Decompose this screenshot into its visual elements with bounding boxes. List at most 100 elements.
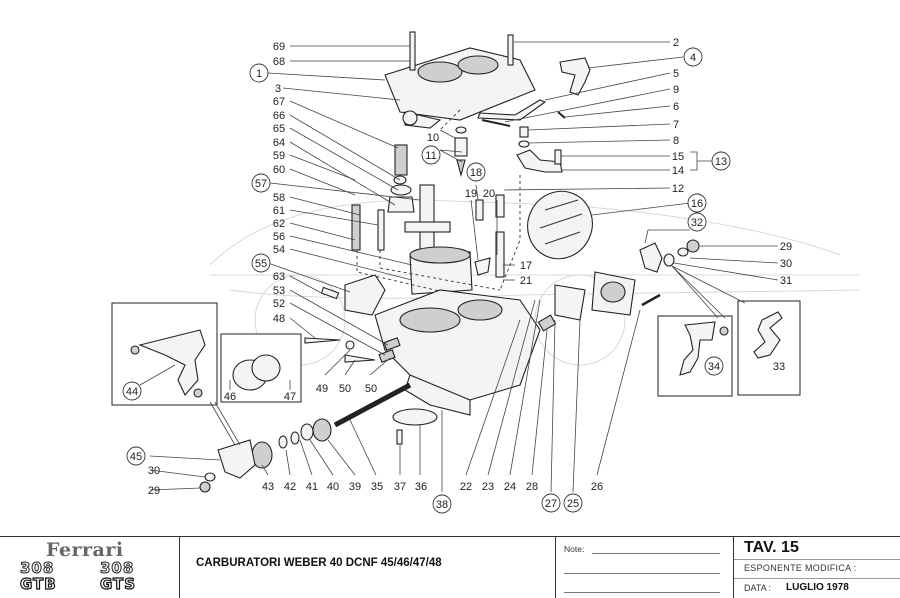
model-308-gts-number: 308 bbox=[99, 559, 135, 578]
callout-number: 43 bbox=[262, 481, 274, 493]
callout-28: 28 bbox=[526, 481, 538, 493]
callout-11: 11 bbox=[421, 145, 441, 165]
part-5-pin bbox=[477, 99, 547, 121]
exploded-parts-diagram: 6968136766656459605758616256545563535248… bbox=[111, 31, 861, 514]
callout-number: 40 bbox=[327, 481, 339, 493]
part-15-screw bbox=[554, 149, 562, 165]
callout-number: 41 bbox=[306, 481, 318, 493]
callout-number: 17 bbox=[520, 260, 532, 272]
callout-number: 64 bbox=[273, 137, 285, 149]
callout-number: 62 bbox=[273, 218, 285, 230]
callout-number: 65 bbox=[273, 123, 285, 135]
callout-number: 50 bbox=[365, 383, 377, 395]
part-16-air-horn bbox=[527, 190, 593, 260]
callout-19: 19 bbox=[465, 188, 477, 200]
callout-62: 62 bbox=[273, 218, 285, 230]
callout-30a: 30 bbox=[780, 258, 792, 270]
callout-number: 45 bbox=[130, 451, 142, 463]
model-gts-label: GTS bbox=[99, 574, 137, 593]
callout-52: 52 bbox=[273, 298, 285, 310]
callout-number: 28 bbox=[526, 481, 538, 493]
callout-30b: 30 bbox=[148, 465, 160, 477]
callout-54: 54 bbox=[273, 244, 285, 256]
callout-22: 22 bbox=[460, 481, 472, 493]
callout-31: 31 bbox=[780, 275, 792, 287]
callout-number: 23 bbox=[482, 481, 494, 493]
callout-number: 8 bbox=[673, 135, 679, 147]
callout-number: 31 bbox=[780, 275, 792, 287]
callout-50a: 50 bbox=[339, 383, 351, 395]
callout-number: 35 bbox=[371, 481, 383, 493]
callout-number: 20 bbox=[483, 188, 495, 200]
callout-number: 22 bbox=[460, 481, 472, 493]
notes-label: Note: bbox=[564, 544, 585, 554]
callout-number: 26 bbox=[591, 481, 603, 493]
callout-number: 50 bbox=[339, 383, 351, 395]
callout-number: 39 bbox=[349, 481, 361, 493]
callout-number: 59 bbox=[273, 150, 285, 162]
callout-number: 5 bbox=[673, 68, 679, 80]
callout-number: 49 bbox=[316, 383, 328, 395]
throttle-shaft-assembly bbox=[199, 382, 438, 493]
part-48-screw bbox=[304, 337, 341, 344]
callout-number: 2 bbox=[673, 37, 679, 49]
callout-number: 11 bbox=[425, 150, 436, 162]
part-17-tube bbox=[495, 231, 505, 278]
callout-17: 17 bbox=[520, 260, 532, 272]
callout-25: 25 bbox=[563, 493, 583, 513]
callout-36: 36 bbox=[415, 481, 427, 493]
callout-number: 4 bbox=[690, 52, 696, 64]
callout-number: 27 bbox=[545, 498, 557, 510]
callout-number: 53 bbox=[273, 285, 285, 297]
callout-59: 59 bbox=[273, 150, 285, 162]
part-61-jet bbox=[377, 209, 385, 251]
row-divider bbox=[734, 578, 900, 579]
callout-number: 56 bbox=[273, 231, 285, 243]
callout-38: 38 bbox=[432, 494, 452, 514]
callout-64: 64 bbox=[273, 137, 285, 149]
callout-leaders bbox=[139, 41, 779, 493]
note-line bbox=[592, 553, 720, 554]
callout-number: 60 bbox=[273, 164, 285, 176]
callout-number: 48 bbox=[273, 313, 285, 325]
callout-circle bbox=[541, 493, 561, 513]
callout-45: 45 bbox=[126, 446, 146, 466]
part-14-lever bbox=[516, 149, 563, 173]
callout-46: 46 bbox=[224, 391, 236, 403]
callout-24: 24 bbox=[504, 481, 516, 493]
title-cell: CARBURATORI WEBER 40 DCNF 45/46/47/48 bbox=[180, 537, 556, 598]
callout-50b: 50 bbox=[365, 383, 377, 395]
part-64-plug bbox=[387, 196, 415, 213]
callout-number: 42 bbox=[284, 481, 296, 493]
callout-29a: 29 bbox=[780, 241, 792, 253]
callout-60: 60 bbox=[273, 164, 285, 176]
tav-number: TAV. 15 bbox=[744, 539, 799, 556]
callout-number: 30 bbox=[148, 465, 160, 477]
callout-circle bbox=[683, 47, 703, 67]
model-308-gtb-number: 308 bbox=[19, 559, 55, 578]
callout-42: 42 bbox=[284, 481, 296, 493]
callout-number: 14 bbox=[672, 165, 684, 177]
callout-20: 20 bbox=[483, 188, 495, 200]
callout-39: 39 bbox=[349, 481, 361, 493]
callout-33: 33 bbox=[773, 361, 785, 373]
callout-circle bbox=[126, 446, 146, 466]
callout-number: 38 bbox=[436, 499, 448, 511]
callout-12: 12 bbox=[672, 183, 684, 195]
ferrari-logo: Ferrari bbox=[46, 539, 124, 561]
callout-56: 56 bbox=[273, 231, 285, 243]
inset-box-46-47 bbox=[220, 333, 302, 403]
callout-32: 32 bbox=[687, 212, 707, 232]
callout-55: 55 bbox=[251, 253, 271, 273]
date-label: DATA : bbox=[744, 583, 772, 593]
callout-37: 37 bbox=[394, 481, 406, 493]
callout-number: 18 bbox=[470, 167, 482, 179]
part-67-spring bbox=[394, 144, 408, 176]
callout-number: 16 bbox=[691, 198, 703, 210]
callout-number: 10 bbox=[427, 132, 439, 144]
callout-circle bbox=[466, 162, 486, 182]
callout-5: 5 bbox=[673, 68, 679, 80]
callout-18: 18 bbox=[466, 162, 486, 182]
callout-34: 34 bbox=[704, 356, 724, 376]
callout-2: 2 bbox=[673, 37, 679, 49]
